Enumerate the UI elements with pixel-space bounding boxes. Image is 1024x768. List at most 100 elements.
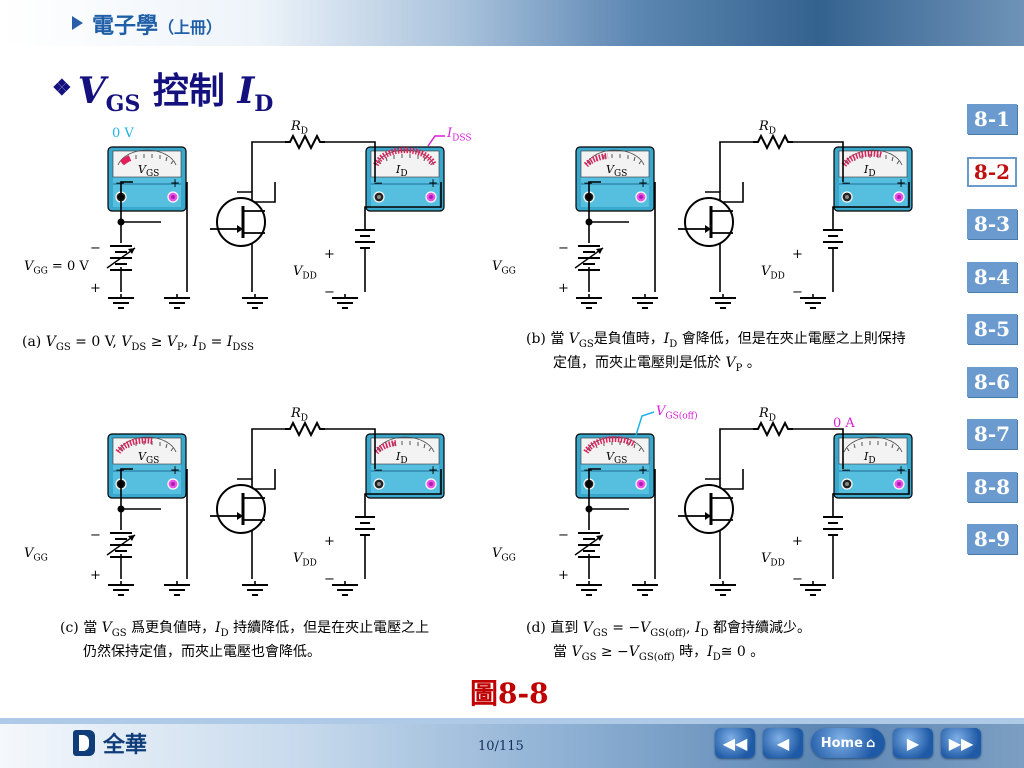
diamond-bullet-icon: ❖: [52, 75, 72, 101]
page-number: 10/115: [478, 739, 524, 754]
vgs-meter-d: [575, 433, 655, 499]
vgs-meter-label-c: VGS: [138, 450, 160, 467]
vgs-meter-plus-b: +: [638, 176, 649, 190]
publisher-logo-icon: [73, 730, 95, 756]
caption-b: (b) 當 VGS是負值時，ID 會降低，但是在夾止電壓之上則保持 定值，而夾止…: [526, 331, 906, 374]
footer-band: [0, 718, 1024, 724]
vdd-plus-c: +: [324, 534, 335, 549]
jfet-d: [676, 483, 735, 535]
id-meter-label-c: ID: [396, 450, 408, 467]
nav-section-8-9[interactable]: 8-9: [967, 524, 1017, 554]
next-slide-button[interactable]: ▶: [893, 728, 933, 758]
nav-section-8-6[interactable]: 8-6: [967, 366, 1017, 397]
jfet-a: [208, 196, 267, 248]
vgs-meter-minus-a: −: [115, 176, 126, 190]
previous-slide-button[interactable]: ◀: [763, 728, 803, 758]
book-title: 電子學（上冊）: [92, 14, 223, 39]
id-meter-minus-b: −: [841, 176, 852, 190]
last-slide-button[interactable]: ▶▶: [941, 728, 981, 758]
id-meter-minus-c: −: [373, 463, 384, 477]
id-meter-minus-a: −: [373, 176, 384, 190]
vgs-meter-b: [575, 146, 655, 212]
panel-c: [106, 422, 445, 596]
vgs-meter-minus-b: −: [583, 176, 594, 190]
vgs-meter-a: [107, 146, 187, 212]
vdd-label-d: VDD: [761, 551, 785, 569]
jfet-c: [208, 483, 267, 535]
id-meter-plus-d: +: [896, 463, 907, 477]
id-meter-label-d: ID: [864, 450, 876, 467]
publisher-logo: 全華: [73, 729, 147, 758]
vdd-minus-b: −: [792, 285, 803, 300]
vgs-meter-label-b: VGS: [606, 163, 628, 180]
rd-label-c: RD: [291, 406, 309, 424]
vgg-minus-b: −: [558, 241, 569, 256]
rd-label-b: RD: [759, 119, 777, 137]
vgg-plus-c: +: [90, 568, 101, 583]
nav-section-8-5[interactable]: 8-5: [967, 314, 1017, 344]
panel-b: [574, 135, 913, 309]
header-arrow-icon: [72, 16, 83, 30]
vgs-meter-label-d: VGS: [606, 450, 628, 467]
panel-d: [574, 411, 913, 596]
nav-section-8-4[interactable]: 8-4: [967, 261, 1017, 292]
vdd-plus-d: +: [792, 534, 803, 549]
vgs-meter-minus-c: −: [115, 463, 126, 477]
nav-section-8-7[interactable]: 8-7: [967, 419, 1017, 449]
header-bar: 電子學（上冊）: [0, 0, 1024, 46]
panel-a: [106, 135, 445, 309]
figure-label: 圖8-8: [470, 677, 549, 710]
vgg-minus-d: −: [558, 528, 569, 543]
footer-bar: 全華 10/115 ◀◀ ◀ Home⌂ ▶ ▶▶: [0, 718, 1024, 768]
vgs-reading-a: 0 V: [112, 126, 134, 141]
vgsoff-callout-d: VGS(off): [656, 404, 698, 422]
vgg-label-d: VGG: [492, 546, 516, 564]
rd-label-a: RD: [291, 119, 309, 137]
id-meter-plus-a: +: [428, 176, 439, 190]
id-meter-label-a: ID: [396, 163, 408, 180]
jfet-circuit-figure: [106, 135, 913, 596]
vdd-minus-d: −: [792, 572, 803, 587]
vgs-meter-plus-c: +: [170, 463, 181, 477]
vgg-minus-c: −: [90, 528, 101, 543]
caption-a: (a) VGS = 0 V, VDS ≥ VP, ID = IDSS: [22, 334, 254, 353]
vgg-label-a: VGG = 0 V: [24, 259, 89, 277]
nav-section-8-8[interactable]: 8-8: [967, 471, 1017, 502]
id-meter-label-b: ID: [864, 163, 876, 180]
vgs-meter-c: [107, 433, 187, 499]
vdd-label-a: VDD: [293, 264, 317, 282]
vgg-plus-a: +: [90, 281, 101, 296]
vdd-minus-c: −: [324, 572, 335, 587]
id-meter-plus-c: +: [428, 463, 439, 477]
section-nav: 8-1 8-2 8-3 8-4 8-5 8-6 8-7 8-8 8-9: [967, 104, 1017, 577]
home-button[interactable]: Home⌂: [811, 728, 885, 758]
slide-controls: ◀◀ ◀ Home⌂ ▶ ▶▶: [715, 728, 989, 758]
vgs-meter-label-a: VGS: [138, 163, 160, 180]
caption-d: (d) 直到 VGS = −VGS(off), ID 都會持續減少。 當 VGS…: [526, 620, 811, 663]
vdd-label-c: VDD: [293, 551, 317, 569]
slide-title: ❖VGS 控制 ID: [52, 70, 274, 118]
house-icon: ⌂: [865, 735, 876, 751]
vdd-minus-a: −: [324, 285, 335, 300]
vgg-label-b: VGG: [492, 259, 516, 277]
vgg-plus-d: +: [558, 568, 569, 583]
nav-section-8-3[interactable]: 8-3: [967, 209, 1017, 239]
vdd-label-b: VDD: [761, 264, 785, 282]
jfet-b: [676, 196, 735, 248]
nav-section-8-2[interactable]: 8-2: [967, 156, 1017, 187]
id-meter-c: [365, 433, 445, 499]
id-meter-b: [833, 146, 913, 212]
first-slide-button[interactable]: ◀◀: [715, 728, 755, 758]
id-meter-plus-b: +: [896, 176, 907, 190]
vgg-minus-a: −: [90, 241, 101, 256]
nav-section-8-1[interactable]: 8-1: [967, 104, 1017, 134]
caption-c: (c) 當 VGS 爲更負値時，ID 持續降低，但是在夾止電壓之上 仍然保持定值…: [60, 620, 430, 660]
id-reading-d: 0 A: [833, 416, 855, 431]
id-meter-a: [365, 146, 445, 212]
vgs-meter-plus-a: +: [170, 176, 181, 190]
rd-label-d: RD: [759, 406, 777, 424]
vgs-meter-plus-d: +: [638, 463, 649, 477]
vgs-meter-minus-d: −: [583, 463, 594, 477]
vdd-plus-a: +: [324, 247, 335, 262]
vgg-label-c: VGG: [24, 546, 48, 564]
